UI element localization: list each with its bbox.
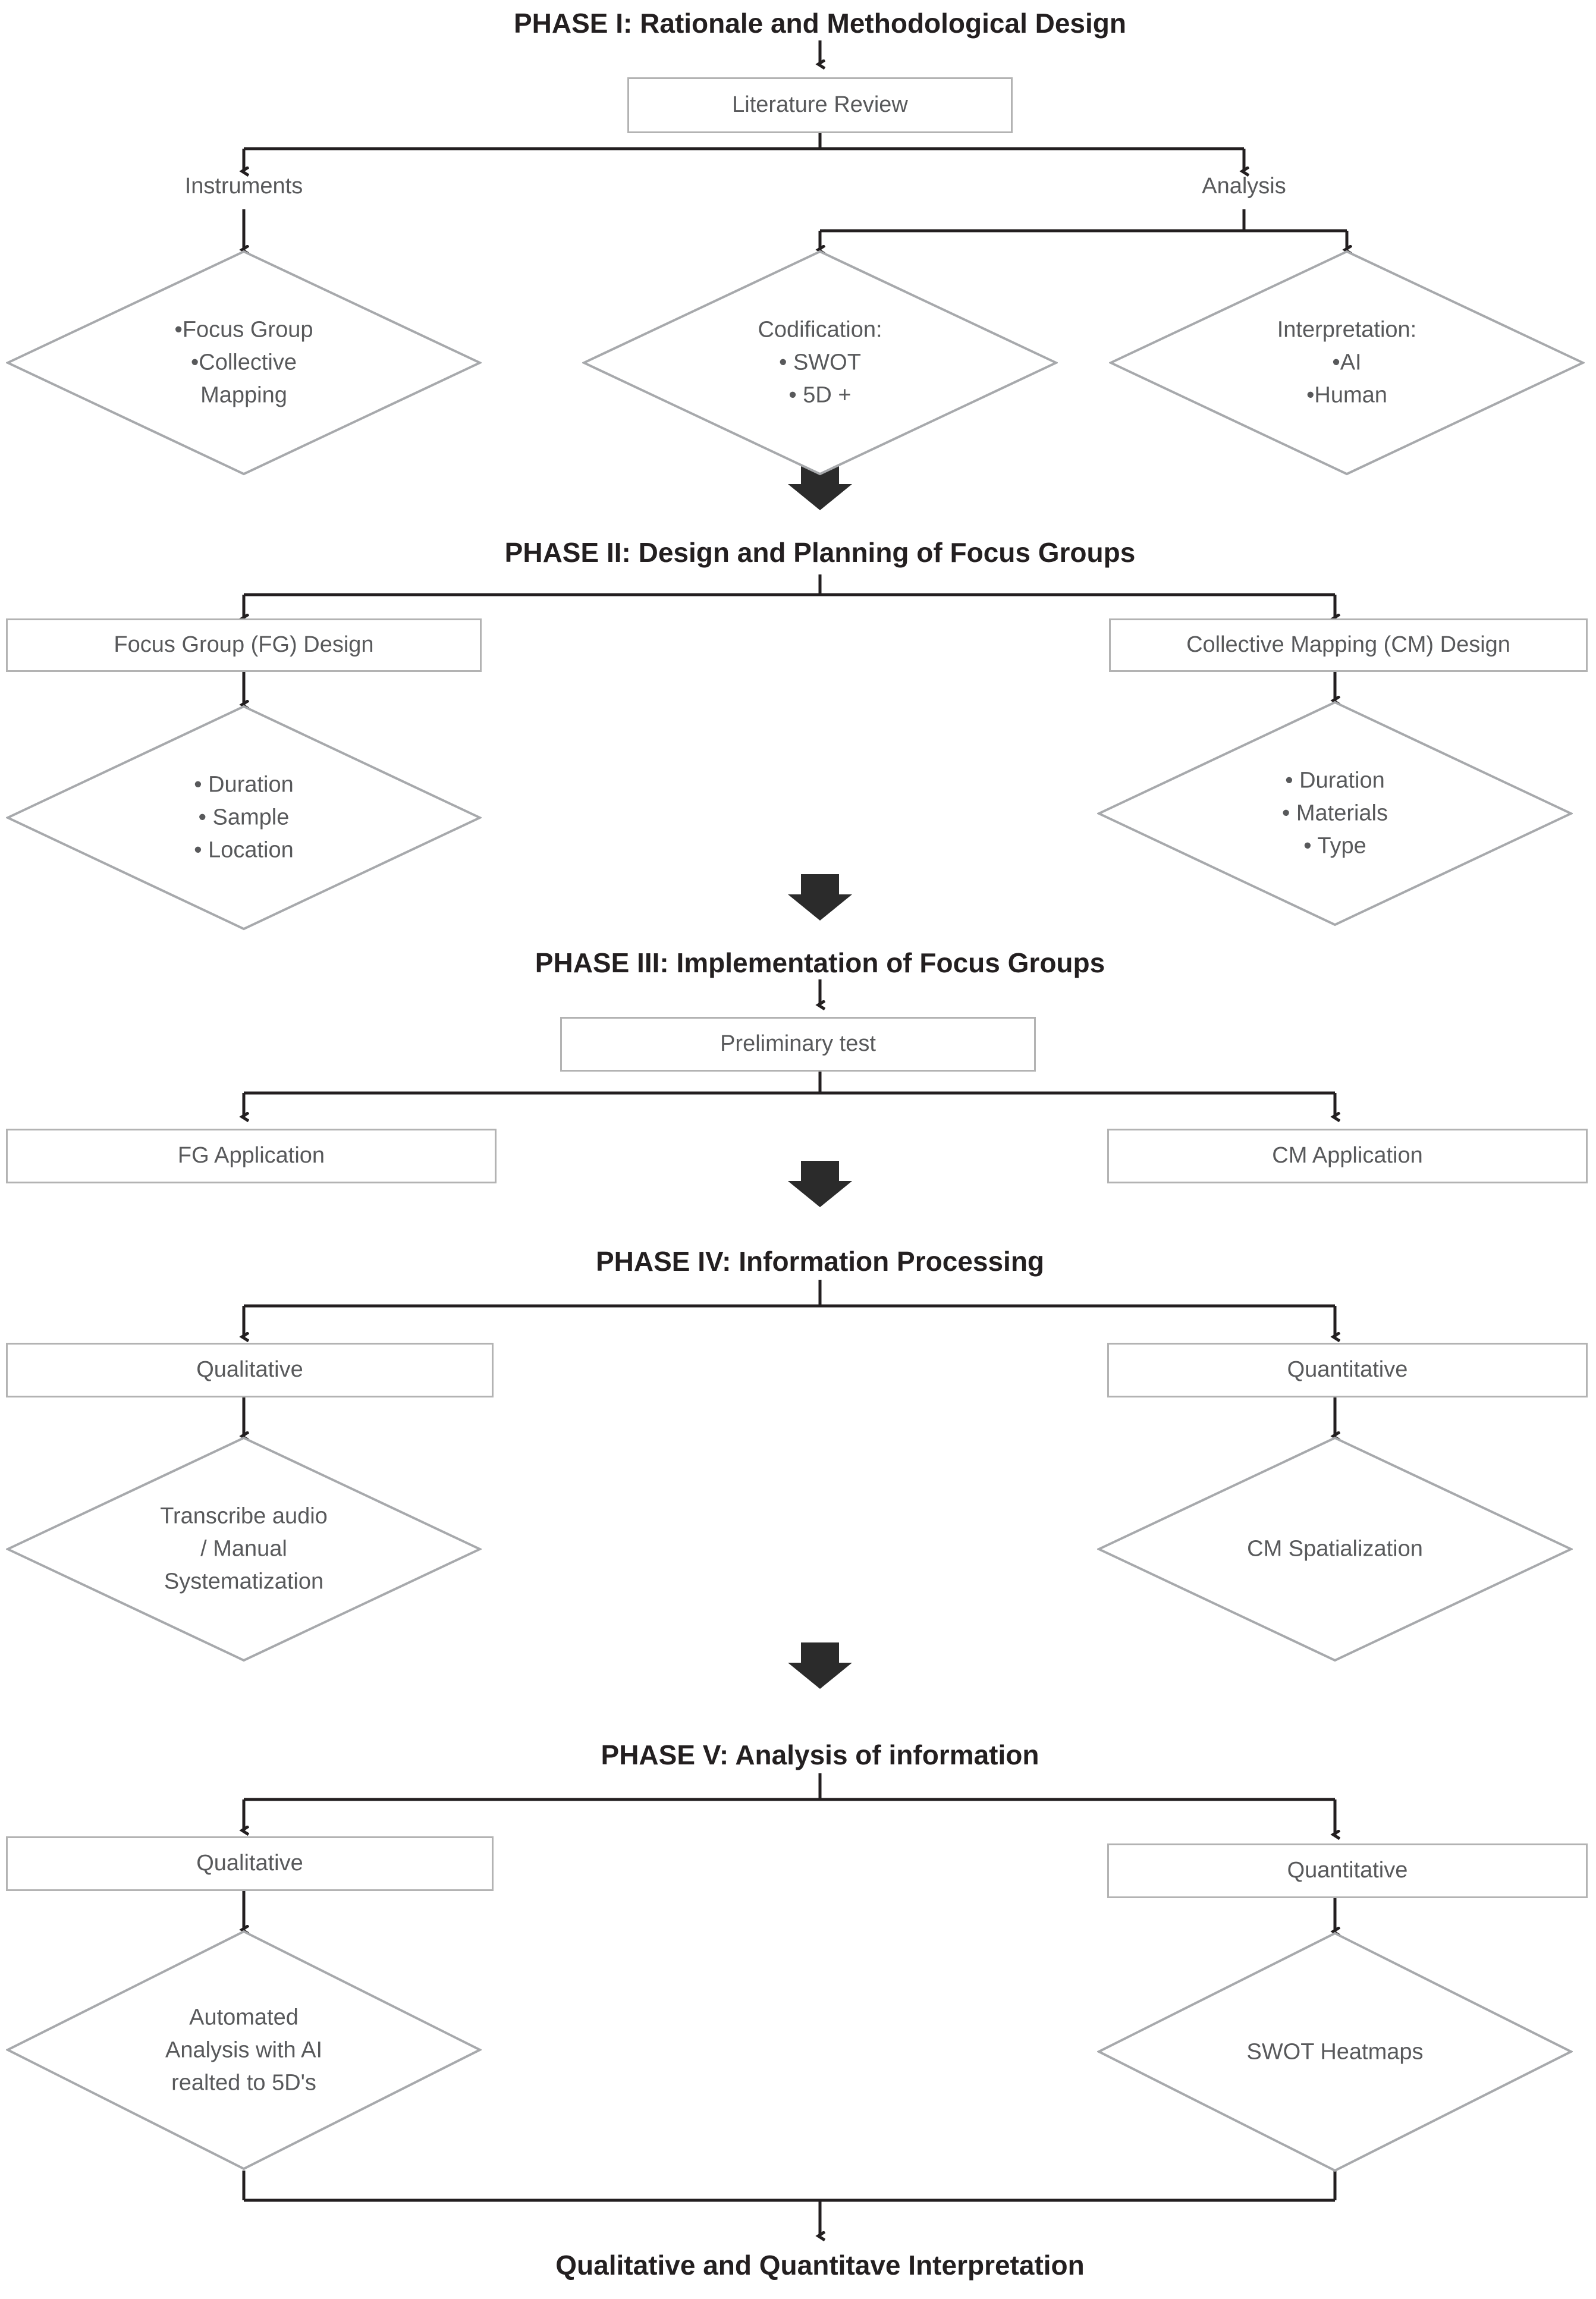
automated-analysis-diamond[interactable]: Automated Analysis with AI realted to 5D… — [6, 1930, 482, 2171]
transcribe-diamond-shape — [6, 1436, 482, 1662]
interpretation-diamond[interactable]: Interpretation: •AI •Human — [1109, 250, 1585, 476]
codification-diamond-shape — [582, 250, 1058, 476]
qualitative-5-box[interactable]: Qualitative — [6, 1836, 494, 1891]
phase-2-title: PHASE II: Design and Planning of Focus G… — [504, 537, 1136, 568]
phase-5-title: PHASE V: Analysis of information — [601, 1739, 1039, 1770]
phase-1-title: PHASE I: Rationale and Methodological De… — [514, 8, 1126, 39]
preliminary-test-box[interactable]: Preliminary test — [560, 1017, 1036, 1072]
preliminary-test-label: Preliminary test — [720, 1031, 876, 1057]
cm-spatialization-diamond-shape — [1097, 1436, 1573, 1662]
cm-design-diamond-shape — [1097, 701, 1573, 926]
phase-3-title: PHASE III: Implementation of Focus Group… — [535, 947, 1105, 978]
cm-spatialization-diamond[interactable]: CM Spatialization — [1097, 1436, 1573, 1662]
edge-label-instruments: Instruments — [184, 174, 303, 199]
automated-analysis-diamond-shape — [6, 1930, 482, 2171]
swot-heatmaps-diamond-shape — [1097, 1931, 1573, 2172]
separator-4-block-down-arrow — [788, 1642, 852, 1689]
fg-application-box[interactable]: FG Application — [6, 1129, 497, 1183]
instruments-diamond[interactable]: •Focus Group •Collective Mapping — [6, 250, 482, 476]
swot-heatmaps-diamond[interactable]: SWOT Heatmaps — [1097, 1931, 1573, 2172]
qualitative-5-label: Qualitative — [196, 1851, 303, 1876]
fg-application-label: FG Application — [177, 1143, 325, 1169]
quantitative-4-label: Quantitative — [1287, 1357, 1408, 1383]
qualitative-4-label: Qualitative — [196, 1357, 303, 1383]
separator-3-block-down-arrow — [788, 1161, 852, 1207]
codification-diamond[interactable]: Codification: • SWOT • 5D + — [582, 250, 1058, 476]
quantitative-4-box[interactable]: Quantitative — [1107, 1343, 1588, 1397]
edge-label-analysis: Analysis — [1202, 174, 1286, 199]
quantitative-5-label: Quantitative — [1287, 1858, 1408, 1883]
fg-design-box[interactable]: Focus Group (FG) Design — [6, 618, 482, 672]
cm-design-label: Collective Mapping (CM) Design — [1186, 632, 1510, 658]
instruments-diamond-shape — [6, 250, 482, 476]
cm-design-diamond[interactable]: • Duration • Materials • Type — [1097, 701, 1573, 926]
separator-2-block-down-arrow — [788, 874, 852, 921]
fg-design-diamond-shape — [6, 705, 482, 931]
fg-design-label: Focus Group (FG) Design — [114, 632, 374, 658]
interpretation-diamond-shape — [1109, 250, 1585, 476]
phase-4-title: PHASE IV: Information Processing — [595, 1246, 1045, 1277]
transcribe-diamond[interactable]: Transcribe audio / Manual Systematizatio… — [6, 1436, 482, 1662]
quantitative-5-box[interactable]: Quantitative — [1107, 1843, 1588, 1898]
cm-application-label: CM Application — [1272, 1143, 1423, 1169]
cm-design-box[interactable]: Collective Mapping (CM) Design — [1109, 618, 1588, 672]
fg-design-diamond[interactable]: • Duration • Sample • Location — [6, 705, 482, 931]
qualitative-4-box[interactable]: Qualitative — [6, 1343, 494, 1397]
final-interpretation-title: Qualitative and Quantitave Interpretatio… — [555, 2250, 1085, 2281]
literature-review-box[interactable]: Literature Review — [627, 77, 1013, 133]
cm-application-box[interactable]: CM Application — [1107, 1129, 1588, 1183]
literature-review-label: Literature Review — [732, 92, 908, 118]
